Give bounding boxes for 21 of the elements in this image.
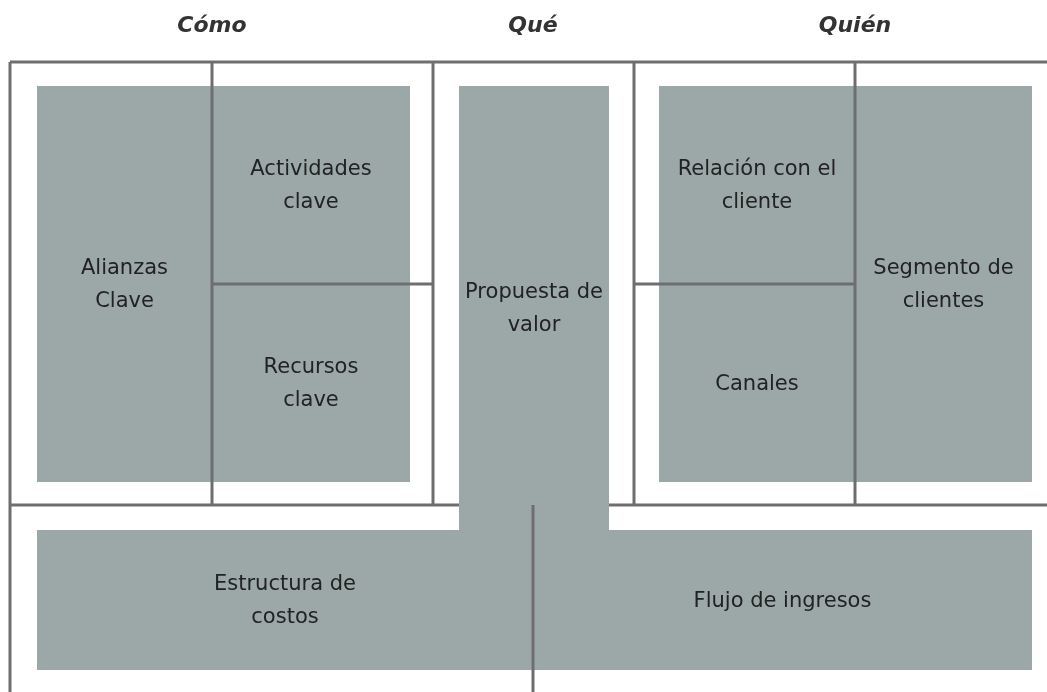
canvas-block [459, 86, 609, 530]
block-title: Canales [715, 369, 799, 397]
block-title: Segmento de clientes [872, 254, 1015, 314]
column-heading: Quién [818, 12, 892, 37]
column-heading: Qué [508, 12, 558, 37]
column-heading: Cómo [177, 12, 247, 37]
canvas-block [212, 86, 410, 284]
block-title: Actividades clave [249, 155, 373, 215]
canvas-block [855, 86, 1032, 482]
block-title: Recursos clave [262, 353, 360, 413]
block-title: Propuesta de valor [464, 278, 604, 338]
block-title: Estructura de costos [213, 570, 357, 630]
block-title: Relación con el cliente [677, 155, 837, 215]
block-title: Flujo de ingresos [693, 586, 872, 614]
canvas-block [212, 284, 410, 482]
canvas-block [533, 530, 1032, 670]
canvas-block [37, 530, 533, 670]
canvas-block [659, 86, 855, 284]
canvas-block [659, 284, 855, 482]
canvas-block [37, 86, 212, 482]
block-title: Alianzas Clave [79, 254, 169, 314]
